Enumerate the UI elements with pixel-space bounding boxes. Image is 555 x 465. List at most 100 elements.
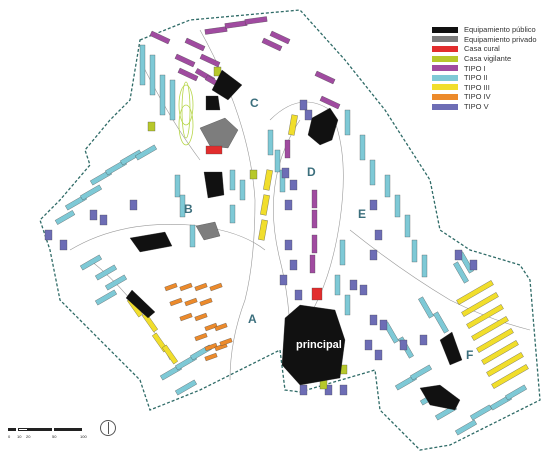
tipo-i-block [199,53,221,68]
tipo-i-block [311,234,318,254]
tipo-iii-block [481,340,519,365]
sports-field [178,81,194,146]
tipo-ii-block [369,159,376,186]
tipo-ii-block [334,274,341,296]
tipo-ii-block [339,239,346,266]
tipo-ii-block [410,364,432,381]
tipo-v-block [359,284,368,296]
legend-label: TIPO IV [464,92,491,102]
tipo-v-block [129,199,138,211]
building-blocks [44,16,529,436]
legend-item: TIPO IV [432,92,550,102]
legend-swatch [432,36,458,43]
tipo-v-block [349,279,358,291]
legend-swatch [432,93,458,100]
tipo-i-block [184,37,206,52]
private-facility-block [195,221,221,241]
tipo-v-block [289,179,298,191]
public-facility-block [439,331,463,366]
tipo-iv-block [204,322,218,332]
scale-segment [54,428,82,431]
tipo-iii-block [288,114,298,136]
scale-tick: 100 [80,434,87,439]
tipo-ii-block [404,214,411,238]
legend-item: TIPO V [432,102,550,112]
tipo-v-block [324,384,333,396]
tipo-ii-block [229,204,236,224]
legend-label: TIPO III [464,82,490,92]
tipo-iv-block [204,342,218,352]
tipo-ii-block [239,179,246,201]
tipo-i-block [204,26,228,35]
tipo-v-block [379,319,388,331]
tipo-iii-block [263,169,273,191]
tipo-v-block [364,339,373,351]
legend-swatch [432,84,458,91]
principal-building [281,304,346,386]
tipo-ii-block [179,194,186,218]
tipo-ii-block [80,254,102,271]
tipo-ii-block [169,79,176,121]
casa-cural-block [311,287,323,301]
tipo-v-block [419,334,428,346]
tipo-i-block [261,37,283,52]
tipo-ii-block [453,261,469,284]
tipo-v-block [89,209,98,221]
zone-label-f: F [466,348,474,362]
legend-swatch [432,45,458,52]
tipo-v-block [454,249,463,261]
casa-vigilante-block [147,121,156,132]
tipo-v-block [369,249,378,261]
tipo-ii-block [174,174,181,198]
tipo-ii-block [175,379,197,396]
tipo-iii-block [491,364,529,389]
tipo-v-block [374,349,383,361]
zone-label-c: C [250,96,259,110]
tipo-i-block [311,189,318,209]
legend-item: Equipamiento privado [432,35,550,45]
legend-label: Casa vigilante [464,54,512,64]
tipo-v-block [339,384,348,396]
tipo-iv-block [179,312,193,322]
tipo-v-block [469,259,478,271]
legend-item: Equipamiento público [432,25,550,35]
tipo-v-block [284,239,293,251]
zone-label-e: E [358,207,367,221]
tipo-iv-block [199,297,213,307]
tipo-v-block [294,289,303,301]
tipo-i-block [269,30,291,45]
tipo-i-block [149,30,171,45]
scale-bar: 0 10 20 50 100 [8,424,98,444]
scale-segment [8,428,16,431]
tipo-i-block [319,95,341,110]
casa-cural-block [205,145,223,155]
tipo-v-block [289,259,298,271]
tipo-ii-block [418,296,434,319]
tipo-ii-block [344,294,351,316]
tipo-ii-block [159,74,166,116]
legend-item: Casa cural [432,44,550,54]
public-facility-block [211,69,243,101]
casa-vigilante-block [213,66,222,77]
legend-item: TIPO I [432,63,550,73]
tipo-v-block [374,229,383,241]
tipo-v-block [399,339,408,351]
tipo-ii-block [344,109,351,136]
tipo-iii-block [258,219,268,241]
public-facility-block [125,289,156,319]
tipo-ii-block [411,239,418,263]
tipo-v-block [281,167,290,179]
road-inner [273,119,301,341]
tipo-iv-block [219,337,233,347]
public-facility-block [419,384,461,411]
legend-label: TIPO II [464,73,488,83]
tipo-v-block [279,274,288,286]
scale-segment [28,428,52,431]
tipo-ii-block [433,311,449,334]
scale-tick: 20 [26,434,31,439]
zone-label-a: A [248,312,257,326]
tipo-ii-block [95,289,117,306]
tipo-ii-block [505,384,527,401]
legend-item: Casa vigilante [432,54,550,64]
north-arrow-needle [107,422,109,434]
